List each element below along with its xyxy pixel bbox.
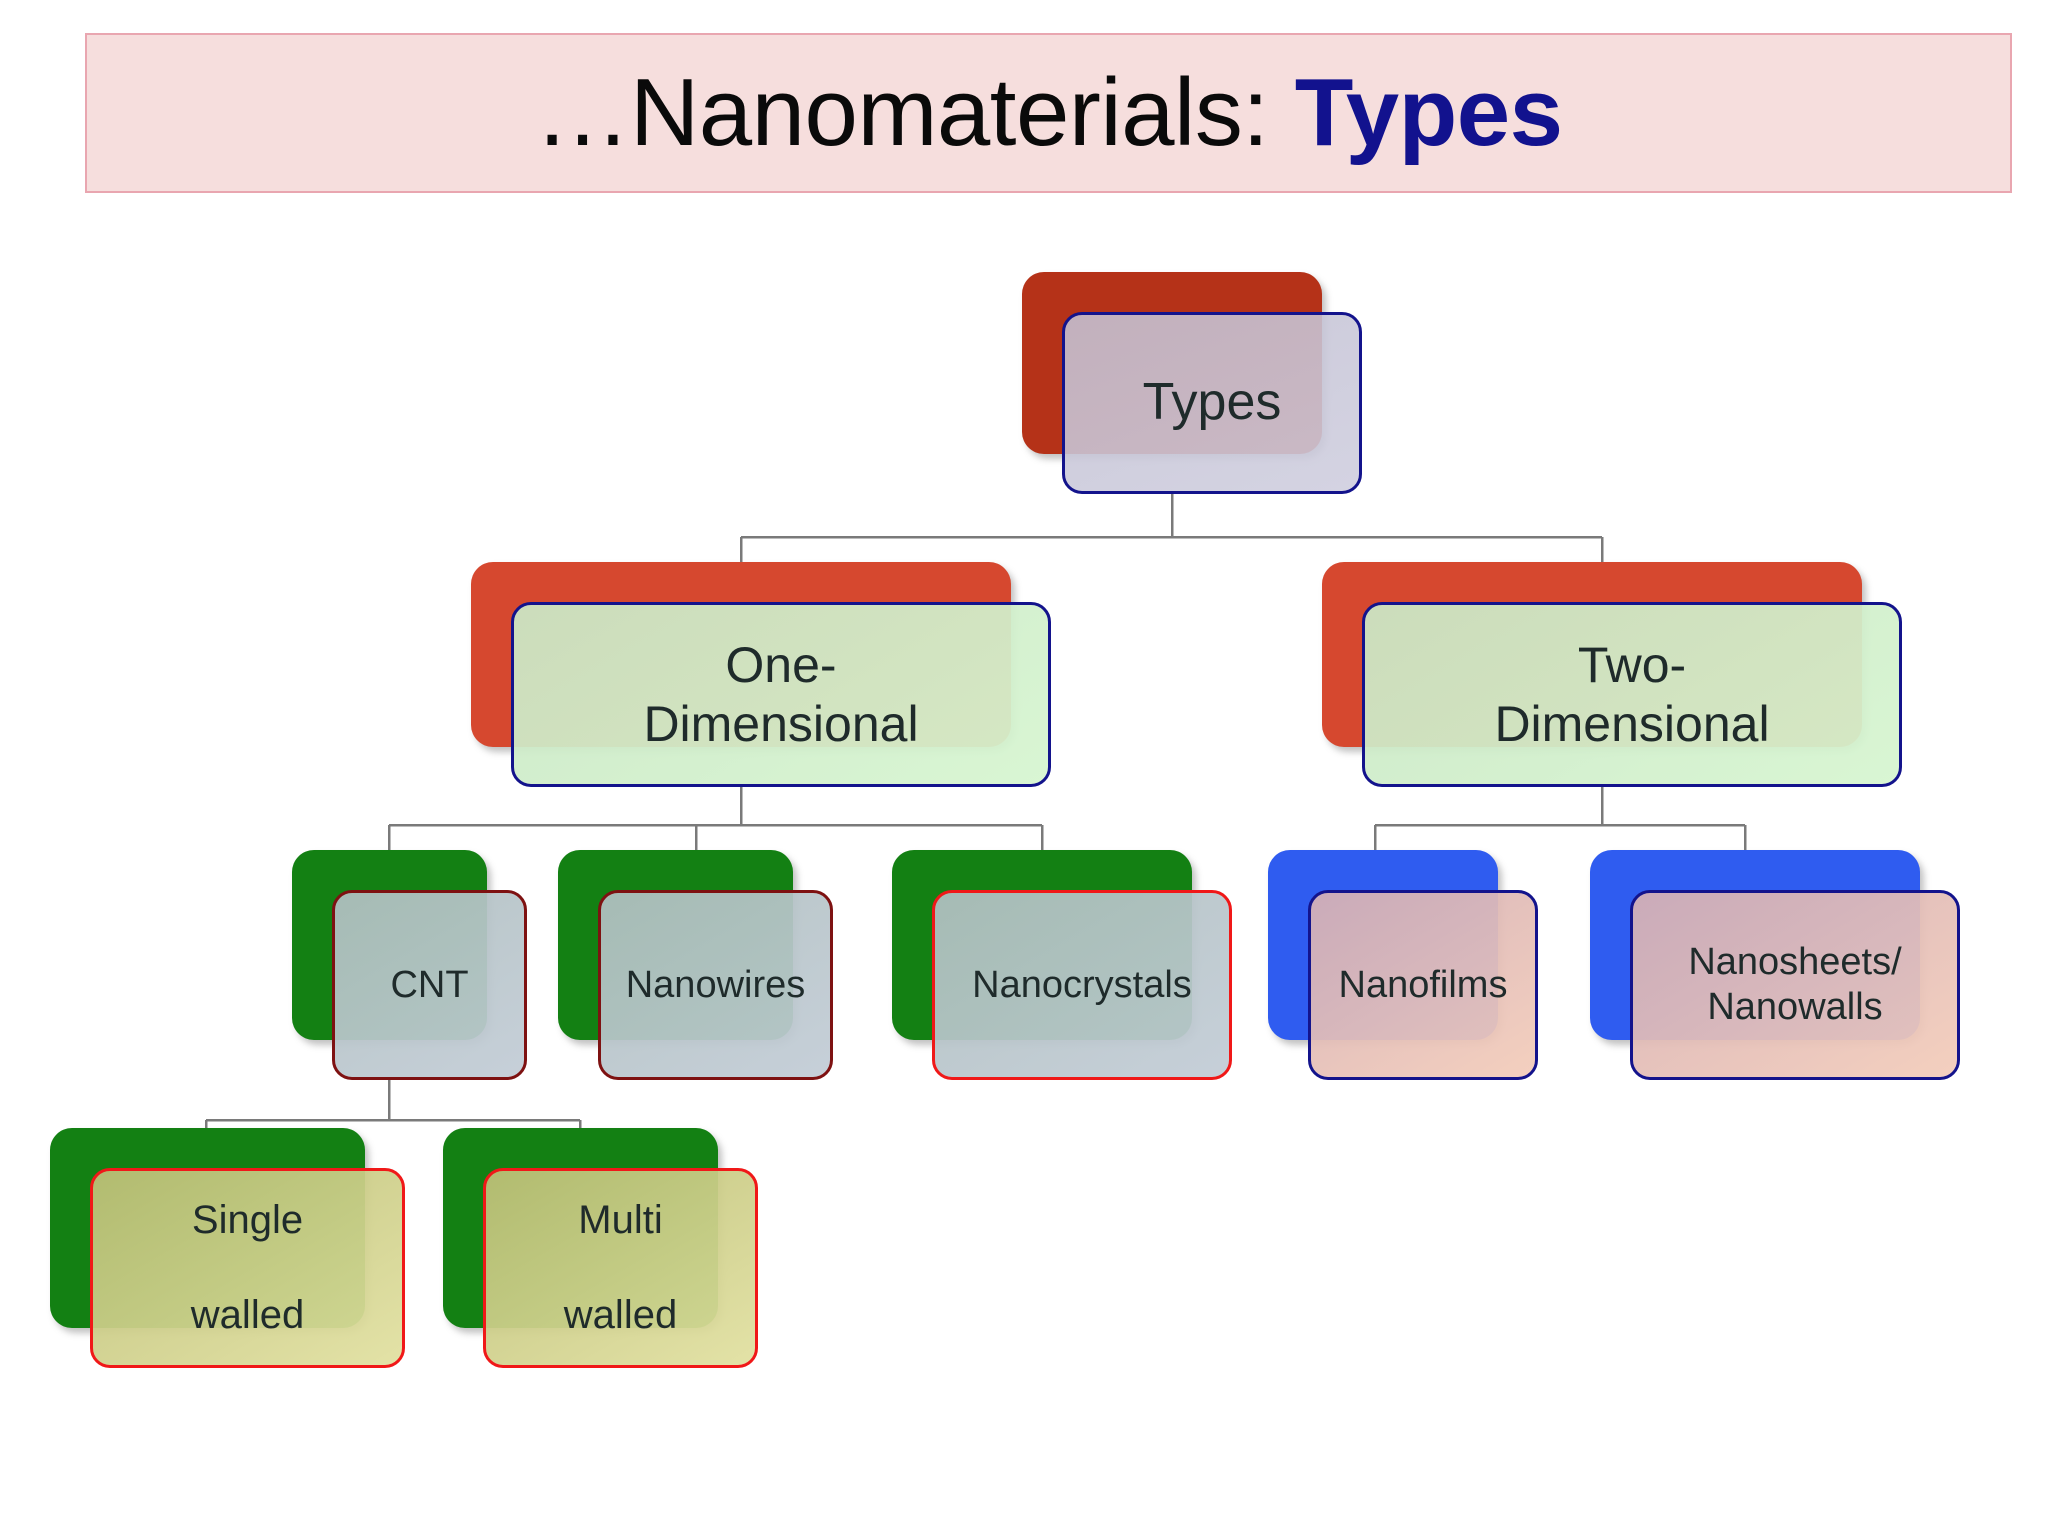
node-multi-walled-label: Multi walled <box>556 1197 685 1339</box>
node-single-walled-line2: walled <box>190 1292 305 1337</box>
node-one-dimensional-line1: One- <box>725 636 837 693</box>
node-single-walled[interactable]: Single walled <box>50 1128 405 1368</box>
node-multi-walled-body[interactable]: Multi walled <box>483 1168 758 1368</box>
node-cnt-body[interactable]: CNT <box>332 890 527 1080</box>
node-nanosheets-body[interactable]: Nanosheets/ Nanowalls <box>1630 890 1960 1080</box>
node-types[interactable]: Types <box>1022 272 1362 494</box>
node-nanowires-label: Nanowires <box>625 963 806 1006</box>
node-single-walled-line1: Single <box>191 1198 304 1243</box>
node-two-dimensional-line2: Dimensional <box>1494 695 1770 752</box>
node-nanocrystals[interactable]: Nanocrystals <box>892 850 1232 1080</box>
node-nanowires[interactable]: Nanowires <box>558 850 833 1080</box>
node-types-label: Types <box>1142 373 1282 432</box>
node-nanofilms-label: Nanofilms <box>1338 963 1508 1006</box>
node-cnt[interactable]: CNT <box>292 850 527 1080</box>
page-title: …Nanomaterials: Types <box>534 65 1563 161</box>
node-two-dimensional[interactable]: Two- Dimensional <box>1322 562 1902 787</box>
node-one-dimensional[interactable]: One- Dimensional <box>471 562 1051 787</box>
node-cnt-label: CNT <box>390 963 469 1006</box>
node-nanosheets-label: Nanosheets/ Nanowalls <box>1680 940 1909 1030</box>
node-two-dimensional-line1: Two- <box>1577 636 1687 693</box>
node-one-dimensional-line2: Dimensional <box>643 695 919 752</box>
node-nanosheets-line1: Nanosheets/ <box>1688 941 1902 984</box>
slide-title-bar: …Nanomaterials: Types <box>85 33 2012 193</box>
page-title-accent: Types <box>1294 59 1563 166</box>
node-multi-walled[interactable]: Multi walled <box>443 1128 758 1368</box>
node-nanocrystals-body[interactable]: Nanocrystals <box>932 890 1232 1080</box>
node-two-dimensional-body[interactable]: Two- Dimensional <box>1362 602 1902 787</box>
page-title-prefix: …Nanomaterials: <box>534 59 1295 166</box>
node-nanofilms[interactable]: Nanofilms <box>1268 850 1538 1080</box>
node-types-body[interactable]: Types <box>1062 312 1362 494</box>
node-multi-walled-line1: Multi <box>578 1198 663 1243</box>
node-nanofilms-body[interactable]: Nanofilms <box>1308 890 1538 1080</box>
node-multi-walled-line2: walled <box>563 1292 678 1337</box>
node-single-walled-label: Single walled <box>183 1197 312 1339</box>
node-one-dimensional-label: One- Dimensional <box>635 636 926 754</box>
node-single-walled-body[interactable]: Single walled <box>90 1168 405 1368</box>
node-nanosheets-line2: Nanowalls <box>1707 986 1883 1028</box>
node-one-dimensional-body[interactable]: One- Dimensional <box>511 602 1051 787</box>
node-two-dimensional-label: Two- Dimensional <box>1486 636 1777 754</box>
node-nanosheets[interactable]: Nanosheets/ Nanowalls <box>1590 850 1960 1080</box>
node-nanocrystals-label: Nanocrystals <box>972 963 1192 1006</box>
node-nanowires-body[interactable]: Nanowires <box>598 890 833 1080</box>
